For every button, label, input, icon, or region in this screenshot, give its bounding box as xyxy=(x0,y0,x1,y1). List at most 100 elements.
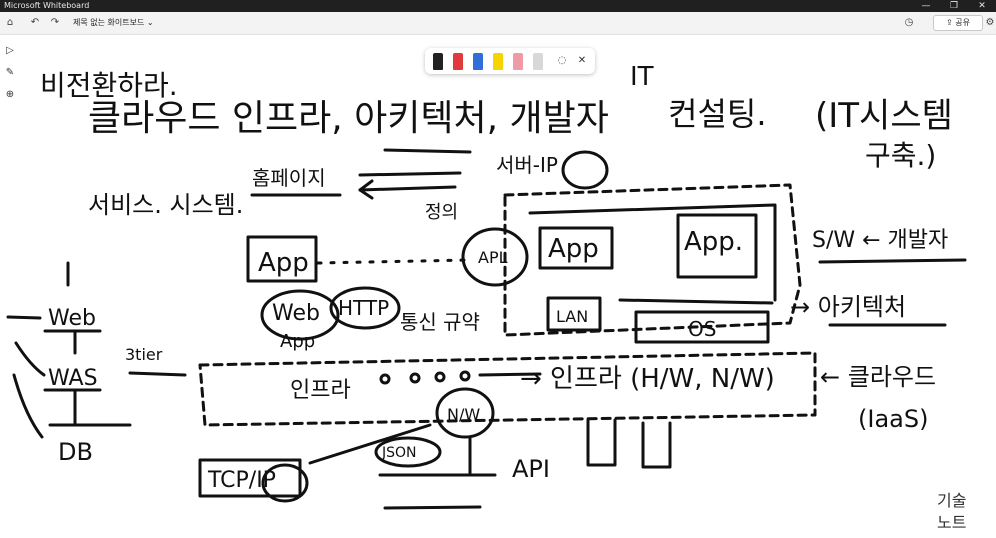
close-icon[interactable]: ✕ xyxy=(577,55,587,66)
ink-arrow-db xyxy=(12,373,44,439)
ink-circle-json xyxy=(374,436,442,468)
ink-text-http: HTTP xyxy=(338,296,389,320)
ink-text-3tier: 3tier xyxy=(125,345,163,364)
ink-text-os: OS xyxy=(688,317,716,341)
ink-circle-ip2 xyxy=(261,463,309,503)
ink-text-db: DB xyxy=(58,438,93,466)
ink-dot-2 xyxy=(409,372,421,384)
lasso-icon[interactable]: ◌ xyxy=(557,55,567,66)
chevron-down-icon: ⌄ xyxy=(146,18,154,27)
app-title: Microsoft Whiteboard xyxy=(4,1,90,10)
ink-text-webapp2: App xyxy=(280,331,315,352)
home-icon[interactable]: ⌂ xyxy=(6,17,14,28)
highlighter-pink[interactable] xyxy=(513,53,523,70)
ink-text-iaas: (IaaS) xyxy=(858,405,928,433)
share-label: 공유 xyxy=(955,18,970,27)
watermark: 기술 노트 xyxy=(937,490,966,534)
pen-blue[interactable] xyxy=(473,53,483,70)
ink-arrow-web-left xyxy=(6,315,42,320)
ink-underline-sw xyxy=(818,258,967,264)
ink-toolbar: ◌ ✕ xyxy=(425,48,595,74)
ink-text-lan: LAN xyxy=(556,307,588,326)
ink-app-frame xyxy=(528,203,777,302)
ink-text-web: Web xyxy=(48,306,96,331)
watermark-line2: 노트 xyxy=(937,513,967,532)
ink-os-bar xyxy=(618,298,774,305)
ink-text-architect: → 아키텍처 xyxy=(790,293,906,321)
ink-text-homepage: 홈페이지 xyxy=(252,166,326,190)
pen-red[interactable] xyxy=(453,53,463,70)
ink-text-services: 서비스. 시스템. xyxy=(88,191,243,219)
redo-icon[interactable]: ↷ xyxy=(50,17,60,28)
restore-button[interactable]: ❐ xyxy=(949,1,959,11)
pen-black[interactable] xyxy=(433,53,443,70)
minimize-button[interactable]: — xyxy=(921,1,931,11)
eraser[interactable] xyxy=(533,53,543,70)
ink-box-lan xyxy=(546,296,602,332)
ink-arrowhead-1 xyxy=(358,179,374,200)
ink-text-was: WAS xyxy=(48,366,98,391)
ink-storage-2 xyxy=(641,421,672,469)
ink-text-json: JSON xyxy=(381,445,417,461)
ink-circle-web xyxy=(260,289,340,341)
ink-dot-4 xyxy=(459,370,471,382)
pen-icon[interactable]: ✎ xyxy=(5,67,15,78)
ink-storage-1 xyxy=(586,418,617,467)
ink-text-definition: 정의 xyxy=(425,202,458,223)
ink-text-serverip: 서버-IP xyxy=(496,153,558,177)
app-toolbar: ⌂ ↶ ↷ 제목 없는 화이트보드 ⌄ ◷ ⇪ 공유 ⚙ xyxy=(0,12,996,35)
select-icon[interactable]: ▷ xyxy=(6,45,14,56)
board-title-dropdown[interactable]: 제목 없는 화이트보드 ⌄ xyxy=(73,16,154,30)
ink-text-line1: 비전환하라. xyxy=(40,69,178,102)
ink-arrow-to-infra xyxy=(478,372,542,377)
title-bar: Microsoft Whiteboard — ❐ ✕ xyxy=(0,0,996,12)
ink-circle-ip xyxy=(561,150,609,190)
ink-arrow-1 xyxy=(358,171,462,177)
ink-dot-1 xyxy=(379,373,391,385)
undo-icon[interactable]: ↶ xyxy=(30,17,40,28)
ink-text-itsystem: (IT시스템 xyxy=(815,96,953,136)
ink-text-api: API xyxy=(512,455,550,483)
ink-text-webapp: Web xyxy=(272,301,320,326)
board-title: 제목 없는 화이트보드 xyxy=(73,18,145,27)
ink-tier-line6 xyxy=(128,371,187,377)
ink-text-cloud: ← 클라우드 xyxy=(820,363,936,391)
ink-box-app1 xyxy=(246,235,318,283)
ink-arrow-back xyxy=(383,505,482,510)
ink-circle-http xyxy=(329,286,401,330)
ink-circle-apl xyxy=(461,227,529,287)
close-button[interactable]: ✕ xyxy=(978,1,986,11)
timer-icon[interactable]: ◷ xyxy=(904,17,914,28)
share-button[interactable]: ⇪ 공유 xyxy=(933,15,983,31)
ink-circle-nw xyxy=(435,387,495,439)
ink-text-infrahw: → 인프라 (H/W, N/W) xyxy=(520,364,775,394)
share-icon: ⇪ xyxy=(946,18,953,27)
watermark-line1: 기술 xyxy=(937,491,967,510)
ink-dot-3 xyxy=(434,371,446,383)
ink-dashed-boundary xyxy=(503,183,802,337)
ink-arrow-2 xyxy=(358,185,457,192)
ink-box-app3 xyxy=(676,213,758,279)
whiteboard-canvas[interactable]: 비전환하라. 클라우드 인프라, 아키텍처, 개발자 IT 컨설팅. (IT시스… xyxy=(0,35,996,538)
ink-text-infra: 인프라 xyxy=(290,378,351,403)
ink-text-build: 구축.) xyxy=(865,139,936,172)
ink-text-nw: N/W xyxy=(447,405,480,424)
ink-dashed-infra xyxy=(198,351,817,427)
left-rail: ▷ ✎ ⊕ xyxy=(0,35,20,115)
ink-text-tcpip: TCP/IP xyxy=(207,468,276,493)
gear-icon[interactable]: ⚙ xyxy=(985,17,995,28)
ink-box-app2 xyxy=(538,226,614,270)
ink-text-app3: App. xyxy=(684,227,743,257)
ink-text-line2: 클라우드 인프라, 아키텍처, 개발자 xyxy=(88,98,609,139)
ink-dotted-link xyxy=(316,258,472,265)
ink-underline-architecture xyxy=(383,148,472,154)
ink-text-consult: 컨설팅. xyxy=(668,95,767,133)
highlighter-yellow[interactable] xyxy=(493,53,503,70)
ink-text-it: IT xyxy=(630,62,654,92)
add-icon[interactable]: ⊕ xyxy=(5,89,15,100)
ink-text-app2: App xyxy=(548,234,599,264)
ink-box-os xyxy=(634,310,770,344)
ink-box-tcp xyxy=(198,458,302,498)
ink-text-app1: App xyxy=(258,248,309,278)
ink-arrow-was xyxy=(14,341,46,377)
